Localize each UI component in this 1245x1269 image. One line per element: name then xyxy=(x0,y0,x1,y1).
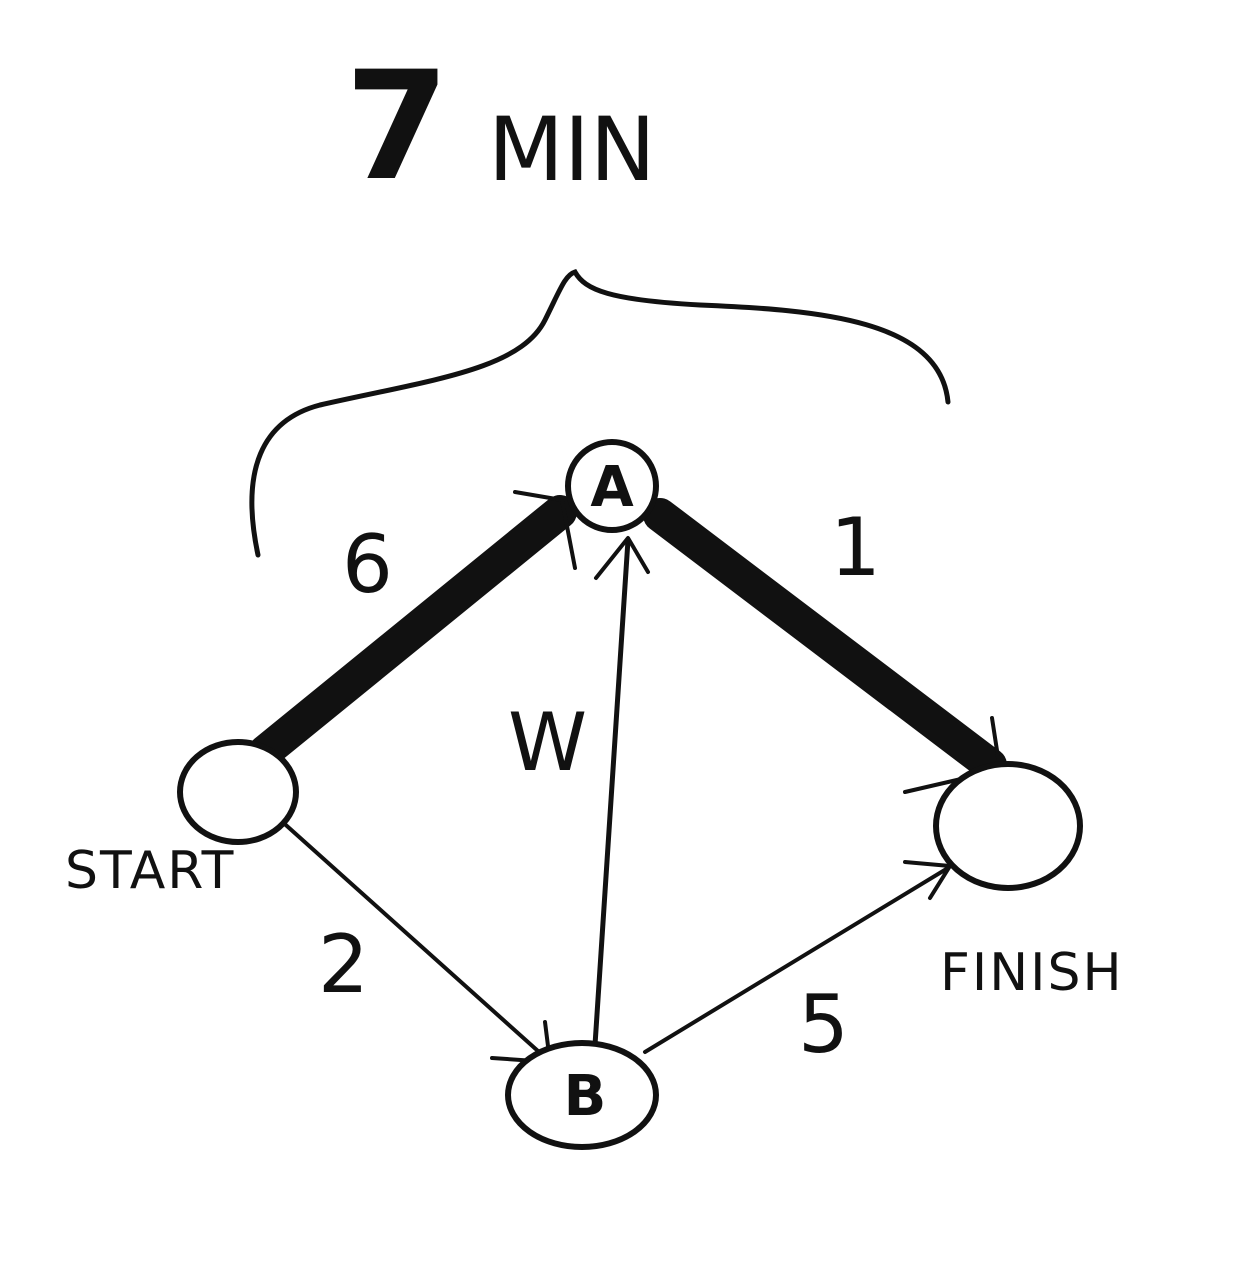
edge-b-a-arrowhead xyxy=(594,536,650,580)
node-b-label: B xyxy=(564,1064,607,1129)
edge-start-a xyxy=(248,495,577,769)
node-start-caption: START xyxy=(65,841,235,901)
edge-b-a xyxy=(592,537,631,1048)
node-a xyxy=(565,439,659,533)
edge-start-b-weight: 2 xyxy=(318,918,369,1011)
total-time-unit: MIN xyxy=(488,98,656,201)
edge-b-finish xyxy=(643,866,950,1054)
edge-b-finish-weight: 5 xyxy=(798,978,849,1071)
node-a-label: A xyxy=(590,455,634,520)
edge-a-finish xyxy=(643,498,1007,782)
node-start xyxy=(177,739,299,845)
edge-a-finish-weight: 1 xyxy=(830,501,881,594)
total-time-number: 7 xyxy=(345,40,449,214)
curly-brace xyxy=(249,269,951,558)
edge-start-b xyxy=(276,816,550,1062)
node-finish-caption: FINISH xyxy=(940,943,1124,1003)
edge-start-a-arrowhead xyxy=(513,490,577,570)
node-finish xyxy=(933,761,1083,891)
edge-start-a-weight: 6 xyxy=(342,518,393,611)
node-b xyxy=(505,1040,659,1150)
edge-b-a-weight: W xyxy=(508,696,587,789)
